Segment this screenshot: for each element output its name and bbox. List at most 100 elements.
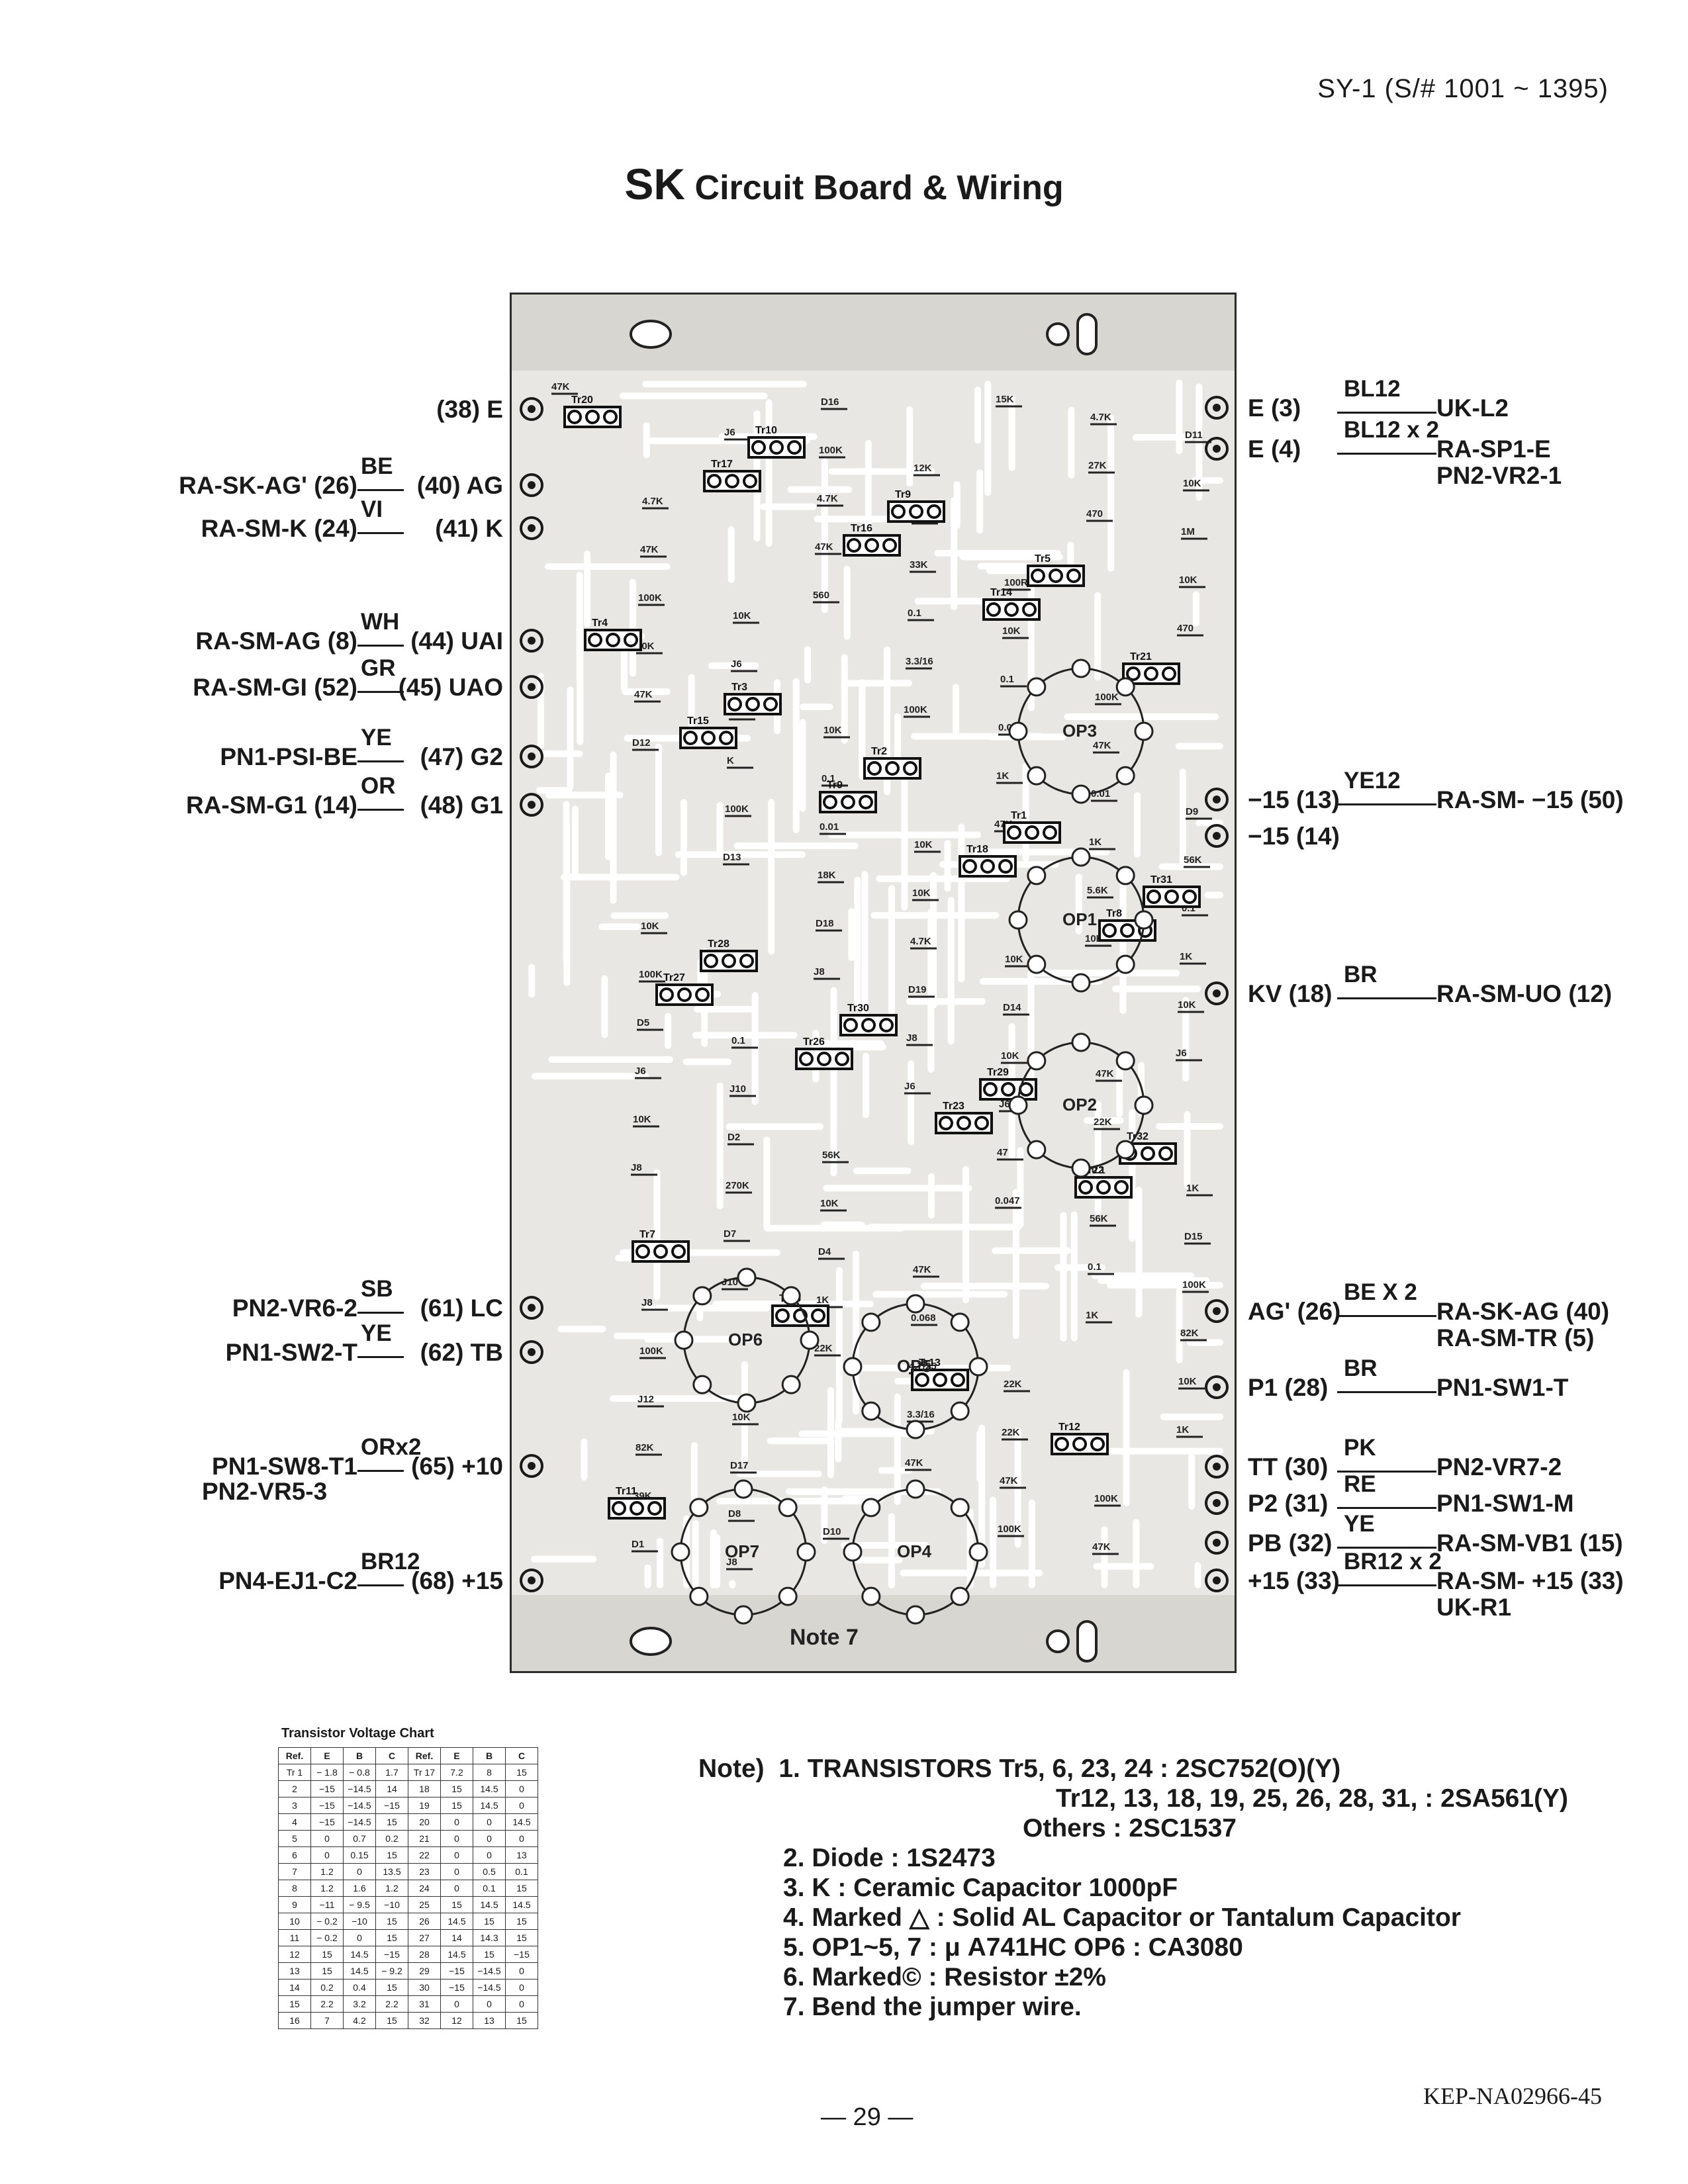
voltage-cell: 1.2 — [375, 1880, 408, 1897]
transistor-pin — [980, 859, 995, 874]
transistor-pin — [1144, 666, 1158, 681]
transistor-pin — [927, 504, 941, 519]
voltage-cell: −14.5 — [343, 1780, 376, 1797]
part-label: 47K — [551, 381, 570, 392]
transistor-label: Tr7 — [639, 1229, 655, 1240]
wire-destination: PN1-SW8-T1 — [212, 1453, 357, 1480]
transistor-label: Tr18 — [966, 844, 988, 855]
document-code: KEP-NA02966-45 — [1423, 2083, 1602, 2109]
part-label: 47K — [1096, 1068, 1114, 1079]
wire-destination-2: UK-R1 — [1436, 1594, 1512, 1621]
wire-code: BL12 x 2 — [1344, 417, 1439, 443]
terminal-pad-left — [520, 1340, 543, 1364]
voltage-cell: 14.5 — [440, 1946, 473, 1963]
part-label: 27K — [1088, 460, 1107, 471]
wire-code: YE — [1344, 1511, 1375, 1537]
voltage-chart-header-5: E — [440, 1747, 473, 1764]
part-label: 22K — [1002, 1427, 1020, 1438]
voltage-cell: 0 — [440, 1880, 473, 1897]
voltage-cell: 0.2 — [310, 1979, 344, 1996]
part-label: J8 — [641, 1297, 653, 1308]
voltage-cell: 15 — [473, 1913, 506, 1930]
terminal-pad-right — [1205, 1569, 1229, 1592]
wire-code: VI — [361, 496, 383, 522]
wire-code: BR12 x 2 — [1344, 1549, 1442, 1574]
voltage-cell: −15 — [440, 1979, 473, 1996]
part-label: 47K — [1093, 740, 1111, 751]
transistor-label: Tr12 — [1058, 1422, 1080, 1433]
terminal-pad-right — [1205, 1375, 1229, 1399]
voltage-cell: −10 — [343, 1913, 376, 1930]
voltage-cell: 15 — [505, 1929, 538, 1946]
part-label: 0.1 — [1000, 674, 1014, 685]
voltage-cell: 15 — [375, 1913, 408, 1930]
transistor-pin — [603, 410, 618, 424]
transistor-label: Tr9 — [895, 489, 911, 500]
part-label: 18K — [818, 870, 836, 881]
transistor-pin — [677, 987, 692, 1002]
terminal-pad-left — [520, 516, 543, 540]
part-label: D11 — [1185, 430, 1203, 441]
mounting-strip-bottom — [512, 1595, 1235, 1671]
voltage-cell: 31 — [408, 1995, 441, 2013]
part-label: 10K — [823, 725, 842, 736]
transistor-pin — [983, 1082, 998, 1097]
transistor-pin — [843, 1018, 858, 1032]
voltage-cell: 12 — [440, 2012, 473, 2029]
ic-label: OP6 — [728, 1330, 763, 1349]
voltage-cell: −10 — [375, 1896, 408, 1913]
ic-pin — [1115, 866, 1135, 886]
ic-pin — [800, 1330, 820, 1350]
wire-arrow — [1337, 1507, 1436, 1509]
page-number: — 29 — — [821, 2103, 914, 2131]
transistor-pin — [817, 1052, 831, 1066]
part-label: J8 — [906, 1032, 917, 1044]
voltage-cell: 15 — [375, 1979, 408, 1996]
ic-pin — [733, 1605, 753, 1625]
voltage-cell: 5 — [278, 1830, 311, 1847]
part-label: 12K — [914, 463, 932, 474]
voltage-cell: 0.2 — [375, 1830, 408, 1847]
voltage-cell: −15 — [310, 1780, 344, 1797]
ic-pin — [1008, 1095, 1028, 1115]
part-label: 10K — [1178, 1376, 1197, 1387]
wire-code: PK — [1344, 1435, 1376, 1461]
wire-code: YE — [361, 725, 392, 751]
ic-pin — [861, 1586, 881, 1606]
part-label: 3.3/16 — [907, 1409, 935, 1420]
transistor-pin — [879, 1018, 894, 1032]
connector-label: PB (32) — [1248, 1529, 1333, 1557]
wire-destination: RA-SP1-E — [1436, 435, 1551, 463]
ic-pin — [1008, 910, 1028, 930]
voltage-cell: 15 — [310, 1962, 344, 1979]
ic-pin — [843, 1357, 863, 1377]
voltage-cell: −14.5 — [473, 1962, 506, 1979]
transistor-label: Tr21 — [1130, 651, 1152, 662]
part-label: 100K — [1182, 1279, 1206, 1291]
part-label: 270K — [726, 1180, 749, 1191]
mounting-strip-top — [512, 295, 1235, 371]
ic-pin — [968, 1542, 988, 1562]
transistor-pin — [867, 761, 882, 776]
part-label: 100K — [904, 704, 927, 715]
voltage-cell: 0 — [440, 1995, 473, 2013]
voltage-cell: 15 — [440, 1780, 473, 1797]
part-label: 1K — [1086, 1310, 1098, 1321]
transistor-pin — [1007, 825, 1021, 840]
transistor-pin — [612, 1501, 626, 1516]
connector-label: −15 (13) — [1248, 786, 1340, 813]
part-label: 10K — [820, 1198, 839, 1209]
transistor-pin — [1049, 569, 1063, 583]
part-label: D4 — [818, 1246, 831, 1257]
ic-pin — [861, 1312, 881, 1332]
transistor-pin — [1164, 889, 1179, 904]
note-1-line-2: Tr12, 13, 18, 19, 25, 26, 28, 31, : 2SA5… — [1056, 1784, 1569, 1813]
voltage-cell: 9 — [278, 1896, 311, 1913]
voltage-cell: 4.2 — [343, 2012, 376, 2029]
voltage-cell: − 9.2 — [375, 1962, 408, 1979]
part-label: D18 — [816, 918, 834, 929]
voltage-cell: 7 — [310, 2012, 344, 2029]
part-label: 1K — [1186, 1183, 1199, 1194]
